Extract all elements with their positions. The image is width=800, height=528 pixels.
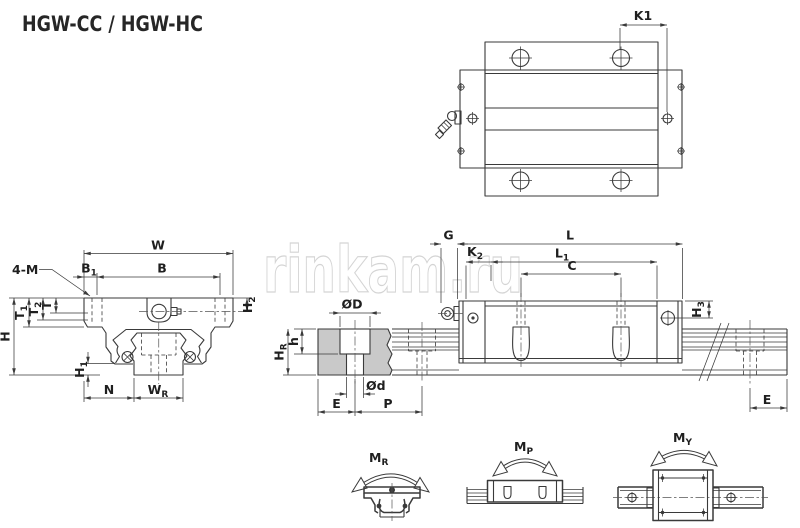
dim-c-label: C — [567, 258, 576, 273]
dim-h2-label: H2 — [240, 296, 258, 313]
mounting-holes — [509, 46, 633, 192]
page-title: HGW-CC / HGW-HC — [22, 12, 203, 36]
dim-g-label: G — [443, 228, 453, 243]
side-view: G L L1 K2 C H3 E — [392, 228, 788, 412]
right-port — [660, 310, 676, 326]
dim-t2-label: T2 — [26, 302, 44, 317]
k2-port — [467, 312, 479, 324]
moment-my: MY — [613, 430, 768, 522]
dim-b1-label: B1 — [81, 261, 97, 279]
dim-h-label: H — [0, 331, 13, 341]
ball-bearings — [121, 350, 197, 364]
dim-h-counterbore: h — [286, 328, 338, 355]
moment-mp-label: MP — [514, 439, 533, 457]
lube-slots — [512, 293, 630, 367]
dim-l1-label: L1 — [555, 246, 569, 264]
dim-h1: H1 — [72, 352, 115, 387]
dim-h3: H3 — [676, 300, 713, 319]
dim-l-label: L — [566, 228, 574, 243]
dim-g-l: G L — [430, 228, 683, 303]
dim-h3-label: H3 — [689, 301, 707, 318]
dim-n-label: N — [104, 382, 114, 397]
dim-d-inner: Ød — [335, 377, 386, 398]
dim-k2-label: K2 — [467, 244, 483, 262]
dim-h-counterbore-label: h — [286, 337, 301, 346]
dim-c: C — [520, 258, 622, 297]
moment-mr-label: MR — [369, 450, 388, 468]
watermark-text: rinkam.ru — [263, 234, 523, 308]
dim-b-label: B — [157, 261, 167, 276]
dim-e-left-label: E — [332, 396, 341, 411]
dim-e-right: E — [749, 379, 788, 412]
dim-d-outer-label: ØD — [341, 297, 362, 312]
dim-k1: K1 — [619, 8, 668, 112]
top-view: K1 — [434, 8, 685, 197]
dim-wr-label: WR — [148, 382, 169, 400]
grease-nipple-side — [438, 305, 464, 322]
rail-hole-section: ØD h HR Ød E P — [272, 297, 423, 416]
dim-t1: T1 — [12, 298, 84, 328]
dim-n-wr: N WR — [83, 378, 184, 402]
dim-t-label: T — [39, 301, 54, 310]
dim-d-outer: ØD — [329, 297, 381, 327]
grease-nipple-front — [146, 298, 182, 323]
dim-l1-k2: L1 K2 — [465, 244, 658, 299]
dim-w-label: W — [151, 238, 165, 253]
moment-mr: MR — [350, 450, 431, 521]
dim-hr: HR — [272, 329, 316, 376]
moment-mr-figure — [363, 483, 421, 521]
moment-mp: MP — [466, 439, 584, 505]
dim-t2: T2 — [26, 298, 88, 321]
dim-p-label: P — [383, 396, 392, 411]
dim-e-right-label: E — [763, 392, 772, 407]
dim-k1-label: K1 — [634, 8, 652, 23]
moment-my-figure — [613, 469, 768, 522]
grease-nipple-icon — [434, 110, 462, 140]
dim-4m-label: 4-M — [12, 262, 38, 277]
dim-t: T — [9, 297, 88, 314]
dim-b1-b: B1 B — [73, 261, 221, 295]
dim-d-inner-label: Ød — [366, 378, 386, 393]
moment-mp-figure — [466, 479, 584, 505]
dim-hr-label: HR — [272, 343, 290, 360]
dim-w: W — [83, 238, 234, 295]
dim-h1-label: H1 — [72, 361, 90, 378]
dim-4m: 4-M — [12, 262, 91, 297]
corner-marks — [658, 474, 708, 517]
dim-h: H — [0, 298, 100, 376]
dim-t1-label: T1 — [12, 305, 30, 320]
dim-h2: H2 — [233, 296, 258, 313]
front-view: W B1 B 4-M T T2 T1 — [0, 238, 258, 402]
side-grease-ports — [457, 83, 685, 155]
dim-e-p: E P — [317, 379, 423, 416]
moment-my-label: MY — [673, 430, 692, 448]
